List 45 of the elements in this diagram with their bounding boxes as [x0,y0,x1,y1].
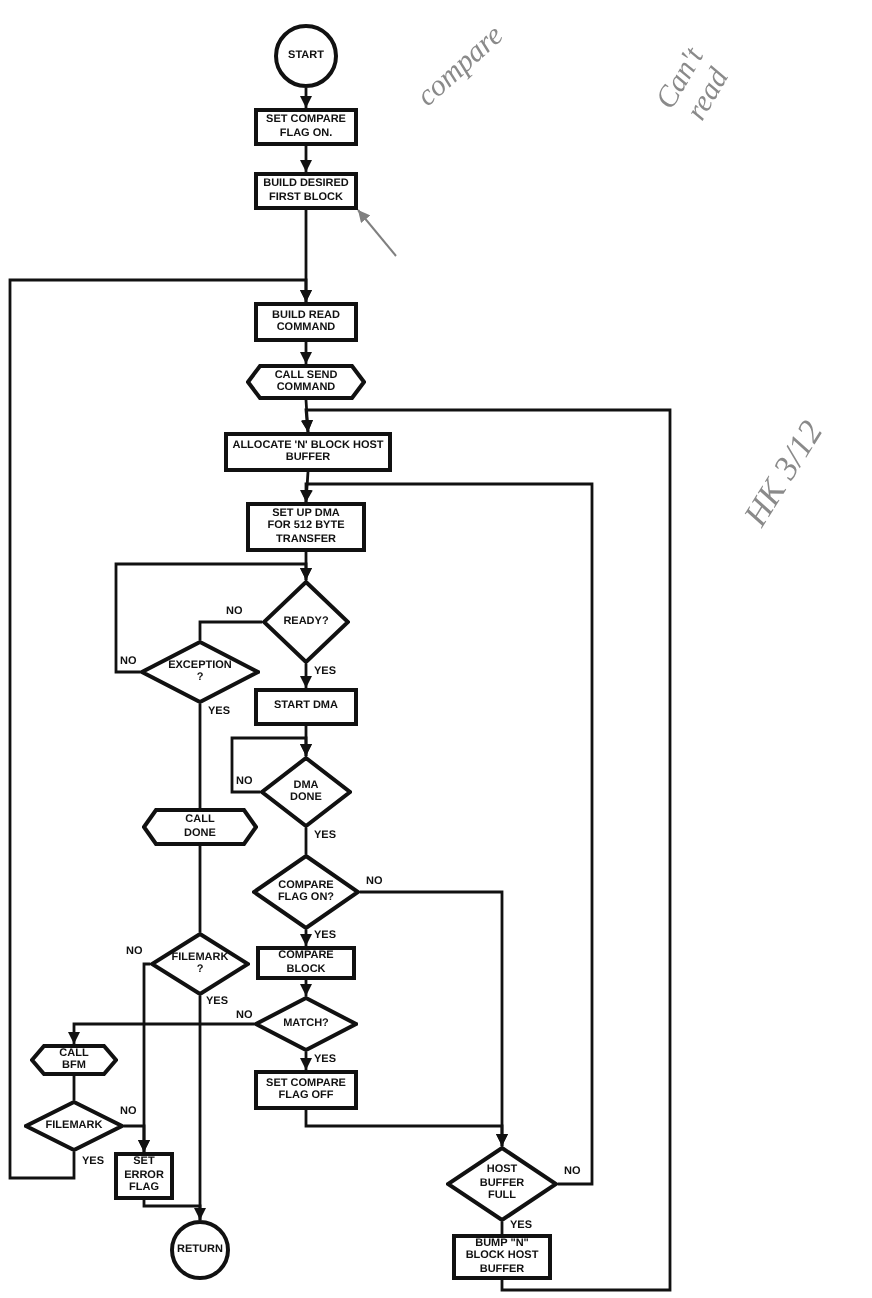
flow-arrow [68,1022,254,1044]
flow-line [198,704,202,808]
decision-diamond [140,640,260,704]
hand-drawn-arrow [357,209,397,257]
flow-line [198,620,262,640]
decision-diamond [260,756,352,828]
subroutine-hexagon [142,808,258,846]
process-box [114,1152,174,1200]
flow-arrow [300,471,313,503]
flow-arrow [300,930,312,946]
process-box [254,172,358,210]
flow-arrow [114,562,312,674]
process-box [256,946,356,980]
flow-arrow [300,342,312,364]
subroutine-hexagon [246,364,366,400]
flow-arrow [124,1124,150,1152]
flow-line [304,828,308,854]
flow-arrow [300,1052,312,1070]
process-box [452,1234,552,1280]
process-box [254,108,358,146]
terminal-circle [274,24,338,88]
process-box [224,432,392,472]
flow-arrow [142,1200,206,1220]
flow-arrow [300,664,312,688]
process-box [254,302,358,342]
subroutine-hexagon [30,1044,118,1076]
decision-diamond [24,1100,124,1152]
decision-diamond [254,996,358,1052]
flow-arrow [300,146,312,172]
decision-diamond [446,1146,558,1222]
flow-arrow [300,980,312,996]
flow-arrow [230,736,312,794]
process-box [254,688,358,726]
process-box [254,1070,358,1110]
decision-diamond [252,854,360,930]
flow-arrow [300,482,594,1186]
decision-diamond [150,932,250,996]
flow-arrow [304,1110,508,1146]
process-box [246,502,366,552]
flow-arrow [300,88,312,108]
decision-diamond [262,580,350,664]
terminal-circle [170,1220,230,1280]
flow-line [198,846,202,932]
flow-line [72,1076,76,1100]
flow-arrow [300,408,672,1292]
